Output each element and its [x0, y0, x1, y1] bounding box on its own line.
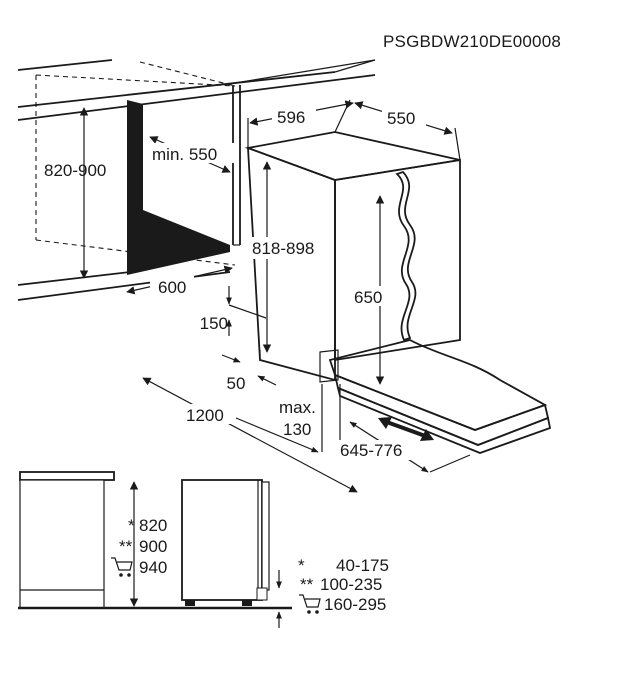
niche-width-label: 600 — [158, 278, 186, 297]
niche-depth-label: min. 550 — [152, 145, 217, 164]
height-mark-2: ** — [119, 537, 133, 556]
niche-side-panel — [127, 100, 230, 275]
plinth-dimension — [235, 384, 341, 453]
worktop — [17, 59, 376, 121]
plinth-value-3: 160-295 — [324, 595, 386, 614]
cart-icon — [111, 557, 133, 577]
appliance-width-label: 596 — [277, 108, 305, 127]
height-value-3: 940 — [139, 558, 167, 577]
plinth-max-label: max. — [279, 398, 316, 417]
niche-height-label: 820-900 — [44, 161, 106, 180]
appliance-depth-label: 550 — [387, 109, 415, 128]
worktop-section — [18, 471, 292, 610]
gap-height-dimension — [226, 286, 267, 336]
gap-depth-label: 50 — [227, 374, 246, 393]
gap-height-label: 150 — [200, 314, 228, 333]
appliance-height-label: 818-898 — [252, 239, 314, 258]
height-mark-1: * — [128, 516, 135, 535]
model-code: PSGBDW210DE00008 — [383, 32, 561, 51]
plinth-value-2: 100-235 — [320, 575, 382, 594]
door-clearance-label: 1200 — [186, 406, 224, 425]
plinth-value-1: 40-175 — [336, 556, 389, 575]
door-clearance-dimension — [142, 377, 358, 493]
plinth-mark-2: ** — [300, 575, 314, 594]
door-travel-label: 645-776 — [340, 441, 402, 460]
door-pull-arrow-icon — [378, 417, 434, 441]
height-value-2: 900 — [139, 537, 167, 556]
cart-icon — [299, 594, 321, 614]
appliance-side-view — [181, 479, 270, 606]
plinth-mark-1: * — [298, 556, 305, 575]
door-height-label: 650 — [354, 288, 382, 307]
plinth-max-value: 130 — [283, 420, 311, 439]
height-value-1: 820 — [139, 516, 167, 535]
dishwasher-door — [319, 170, 552, 454]
